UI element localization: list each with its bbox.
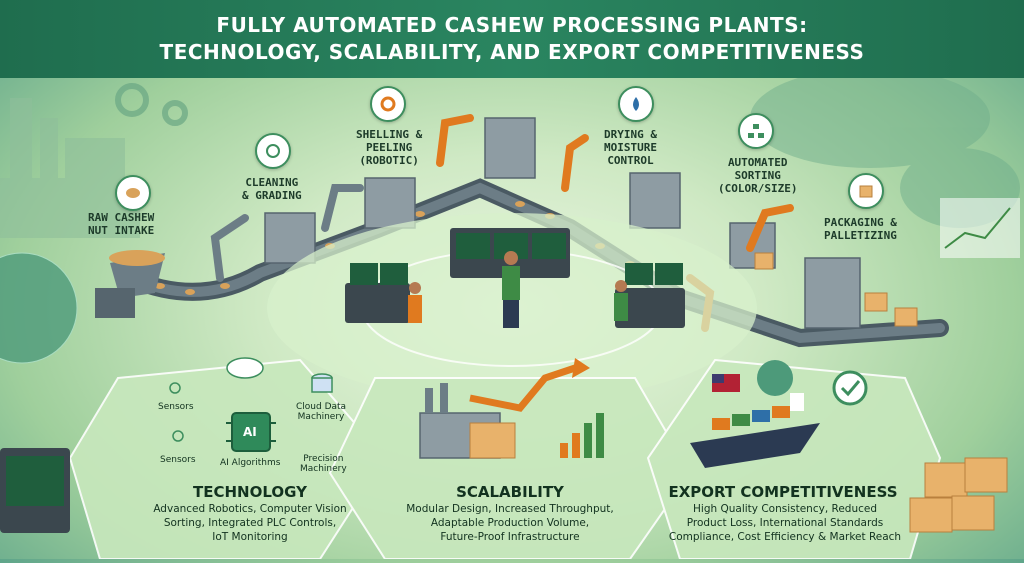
water-drop-icon (633, 97, 639, 111)
ai-algorithms-label: AI Algorithms (220, 458, 281, 468)
factory-illustration (0, 68, 1020, 560)
cloud-icon (226, 357, 264, 379)
flowchart-icon (748, 124, 764, 138)
ai-chip-icon (226, 412, 276, 452)
shelling-badge (370, 86, 406, 122)
operators (408, 251, 628, 328)
scalability-description: Modular Design, Increased Throughput,Ada… (406, 503, 614, 543)
globe-icon (0, 252, 78, 364)
gear-icon (380, 96, 396, 112)
packaging-boxes (754, 252, 918, 327)
sensor-icon (169, 382, 184, 442)
database-icon (311, 373, 333, 393)
title-line-1: FULLY AUTOMATED CASHEW PROCESSING PLANTS… (216, 13, 808, 37)
globe-small-icon (757, 360, 793, 396)
factory-growth-icon (419, 358, 590, 459)
cargo-ship-icon (690, 393, 820, 468)
export-boxes-stack (909, 457, 1008, 533)
sensors-label-top: Sensors (158, 402, 194, 412)
cleaning-badge (255, 133, 291, 169)
flag-usa-icon (712, 374, 740, 392)
export-title: EXPORT COMPETITIVENESS (668, 483, 898, 501)
chart-display-right (940, 198, 1020, 258)
drying-badge (618, 86, 654, 122)
cleaning-label: CLEANING& GRADING (242, 176, 302, 202)
title-line-2: TECHNOLOGY, SCALABILITY, AND EXPORT COMP… (159, 40, 865, 64)
title-banner: FULLY AUTOMATED CASHEW PROCESSING PLANTS… (0, 0, 1024, 78)
ai-chip-label: AI (243, 425, 257, 439)
control-workstations (345, 228, 685, 328)
background-gear-icon (115, 83, 188, 126)
sensors-label-bottom: Sensors (160, 455, 196, 465)
gear-leaf-icon (266, 144, 280, 158)
packaging-label: PACKAGING &PALLETIZING (824, 216, 897, 242)
sorting-badge (738, 113, 774, 149)
technology-title: TECHNOLOGY (193, 483, 307, 501)
intake-hopper (95, 250, 165, 318)
growth-bar-chart-icon (560, 413, 604, 458)
cashew-icon (126, 188, 140, 198)
box-icon (859, 185, 873, 198)
quality-medal-icon (832, 370, 868, 406)
raw-intake-badge (115, 175, 151, 211)
terminal-screen (0, 448, 70, 533)
packaging-badge (848, 173, 884, 209)
shelling-label: SHELLING &PEELING(ROBOTIC) (356, 128, 423, 167)
scalability-title: SCALABILITY (456, 483, 564, 501)
processing-machines (264, 117, 861, 329)
